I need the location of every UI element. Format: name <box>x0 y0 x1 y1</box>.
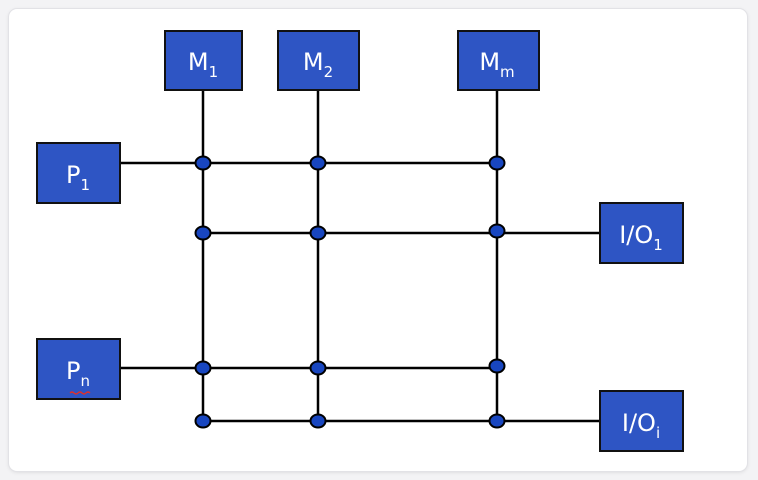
junction-node <box>194 225 212 241</box>
junction-node <box>309 225 327 241</box>
junction-node <box>194 413 212 429</box>
processor-box-1: P1 <box>36 142 121 204</box>
junction-node <box>309 360 327 376</box>
io-label-1: I/O1 <box>619 221 663 254</box>
junction-node <box>194 155 212 171</box>
junction-node <box>488 358 506 374</box>
junction-node <box>488 413 506 429</box>
processor-box-n: Pn <box>36 338 121 400</box>
spellcheck-underline <box>69 391 91 395</box>
junction-node <box>309 413 327 429</box>
io-label-i: I/Oi <box>622 409 660 442</box>
io-box-i: I/Oi <box>599 390 684 452</box>
memory-box-m: Mm <box>457 30 540 91</box>
junction-node <box>488 155 506 171</box>
junction-node <box>309 155 327 171</box>
memory-label-2: M2 <box>303 48 333 81</box>
processor-label-n: Pn <box>66 357 90 390</box>
io-box-1: I/O1 <box>599 202 684 264</box>
junction-node <box>194 360 212 376</box>
memory-box-1: M1 <box>164 30 243 91</box>
memory-label-m: Mm <box>479 48 514 81</box>
processor-label-1: P1 <box>66 161 90 194</box>
junction-nodes <box>194 155 506 429</box>
junction-node <box>488 223 506 239</box>
memory-label-1: M1 <box>188 48 218 81</box>
memory-box-2: M2 <box>277 30 360 91</box>
